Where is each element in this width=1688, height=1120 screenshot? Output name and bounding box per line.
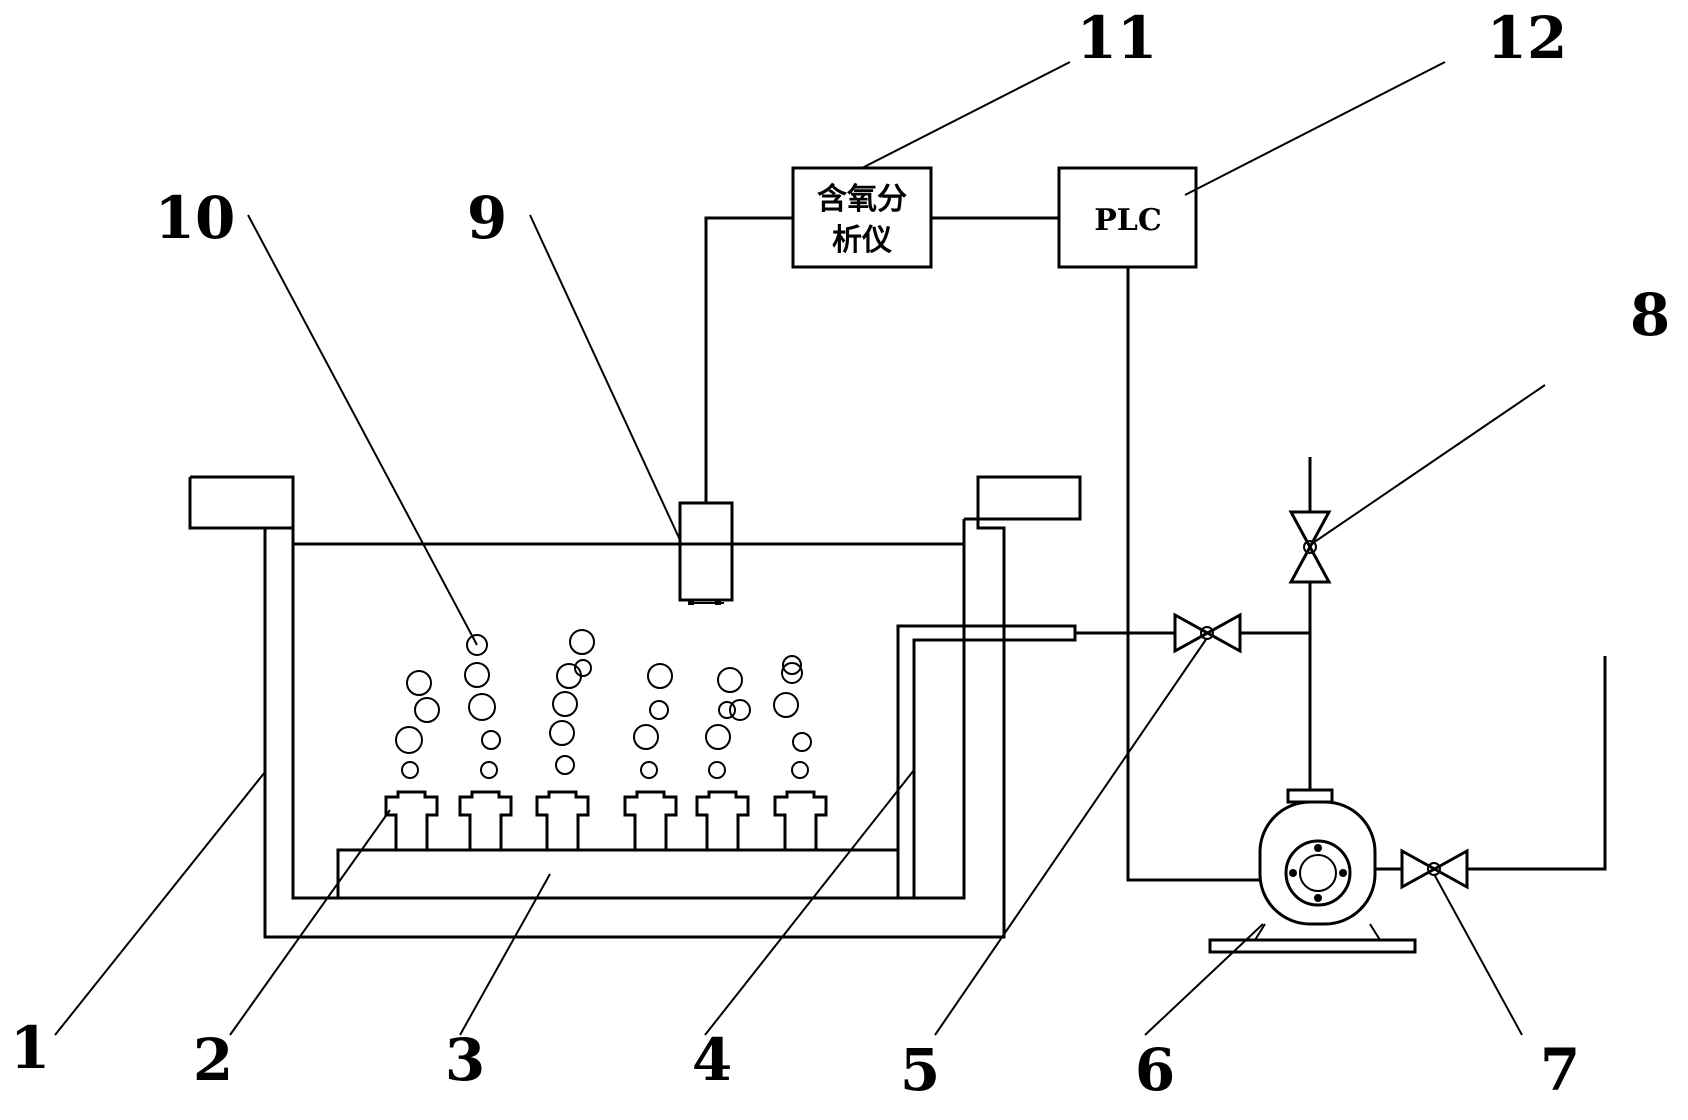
bubble xyxy=(649,700,669,720)
label-1: 1 xyxy=(10,1014,50,1082)
leader-10 xyxy=(247,214,478,646)
inlet-pipe xyxy=(1467,656,1607,871)
tank-outer-wall xyxy=(190,475,1082,939)
label-3: 3 xyxy=(445,1026,485,1094)
bubble xyxy=(468,693,496,721)
bubble xyxy=(633,724,659,750)
bubble xyxy=(717,667,743,693)
bubble xyxy=(480,761,498,779)
tank-inner-wall xyxy=(291,519,966,900)
gas-pipe xyxy=(896,624,1077,898)
bubble xyxy=(556,663,582,689)
valve-7 xyxy=(1400,848,1469,890)
leader-lines xyxy=(54,61,1546,1036)
label-9: 9 xyxy=(467,184,507,252)
label-7: 7 xyxy=(1540,1036,1580,1104)
oxygen-analyzer-label-line1: 含氧分 xyxy=(817,182,907,217)
bubble xyxy=(464,662,490,688)
valve-5 xyxy=(1173,612,1242,654)
gas-manifold xyxy=(336,848,900,900)
pump xyxy=(1208,788,1417,954)
valve-8 xyxy=(1288,510,1332,584)
bubble xyxy=(647,663,673,689)
label-8: 8 xyxy=(1630,281,1670,349)
bubble xyxy=(729,699,751,721)
bubble xyxy=(782,655,802,675)
bubble xyxy=(401,761,419,779)
plc-controller: PLC xyxy=(1057,166,1198,269)
bubble xyxy=(718,701,736,719)
label-10: 10 xyxy=(155,184,236,252)
bubble xyxy=(395,726,423,754)
leader-6 xyxy=(1144,923,1264,1036)
bubble xyxy=(640,761,658,779)
leader-7 xyxy=(1433,873,1523,1036)
leader-9 xyxy=(529,214,681,541)
bubble xyxy=(414,697,440,723)
leader-8 xyxy=(1309,384,1546,546)
nozzle xyxy=(623,790,678,850)
leader-11 xyxy=(861,61,1071,169)
bubble xyxy=(549,720,575,746)
tank-left-flange xyxy=(188,477,265,530)
oxygen-analyzer: 含氧分 析仪 xyxy=(791,166,933,269)
bubble xyxy=(552,691,578,717)
leader-4 xyxy=(704,769,915,1036)
bubble xyxy=(705,724,731,750)
bubble xyxy=(555,755,575,775)
tank xyxy=(188,475,1082,939)
bubble xyxy=(574,659,592,677)
nozzle xyxy=(695,790,750,850)
label-5: 5 xyxy=(900,1036,940,1104)
bubble xyxy=(406,670,432,696)
plc-label: PLC xyxy=(1094,203,1162,238)
leader-1 xyxy=(54,771,266,1036)
label-11: 11 xyxy=(1077,4,1158,72)
leader-5 xyxy=(934,637,1208,1036)
plc-pump-line xyxy=(1126,267,1260,882)
bubble xyxy=(781,662,803,684)
label-12: 12 xyxy=(1487,4,1568,72)
number-labels: 1 2 3 4 5 6 7 8 9 10 11 12 xyxy=(10,4,1670,1104)
nozzle xyxy=(384,790,439,850)
leader-2 xyxy=(229,809,391,1036)
nozzle xyxy=(535,790,590,850)
bubble xyxy=(708,761,726,779)
sensor-signal-line xyxy=(704,216,793,503)
label-6: 6 xyxy=(1135,1036,1175,1104)
leader-3 xyxy=(459,873,551,1036)
nozzles xyxy=(384,790,828,850)
nozzle xyxy=(773,790,828,850)
nozzle xyxy=(458,790,513,850)
bubble xyxy=(792,732,812,752)
label-4: 4 xyxy=(692,1026,732,1094)
label-2: 2 xyxy=(193,1026,233,1094)
bubble xyxy=(791,761,809,779)
bubbles xyxy=(395,629,812,779)
oxygen-analyzer-label-line2: 析仪 xyxy=(832,223,892,258)
oxygen-sensor xyxy=(678,501,734,605)
bubble xyxy=(481,730,501,750)
bubble xyxy=(569,629,595,655)
leader-12 xyxy=(1184,61,1446,196)
bubble xyxy=(773,692,799,718)
bubble xyxy=(466,634,488,656)
